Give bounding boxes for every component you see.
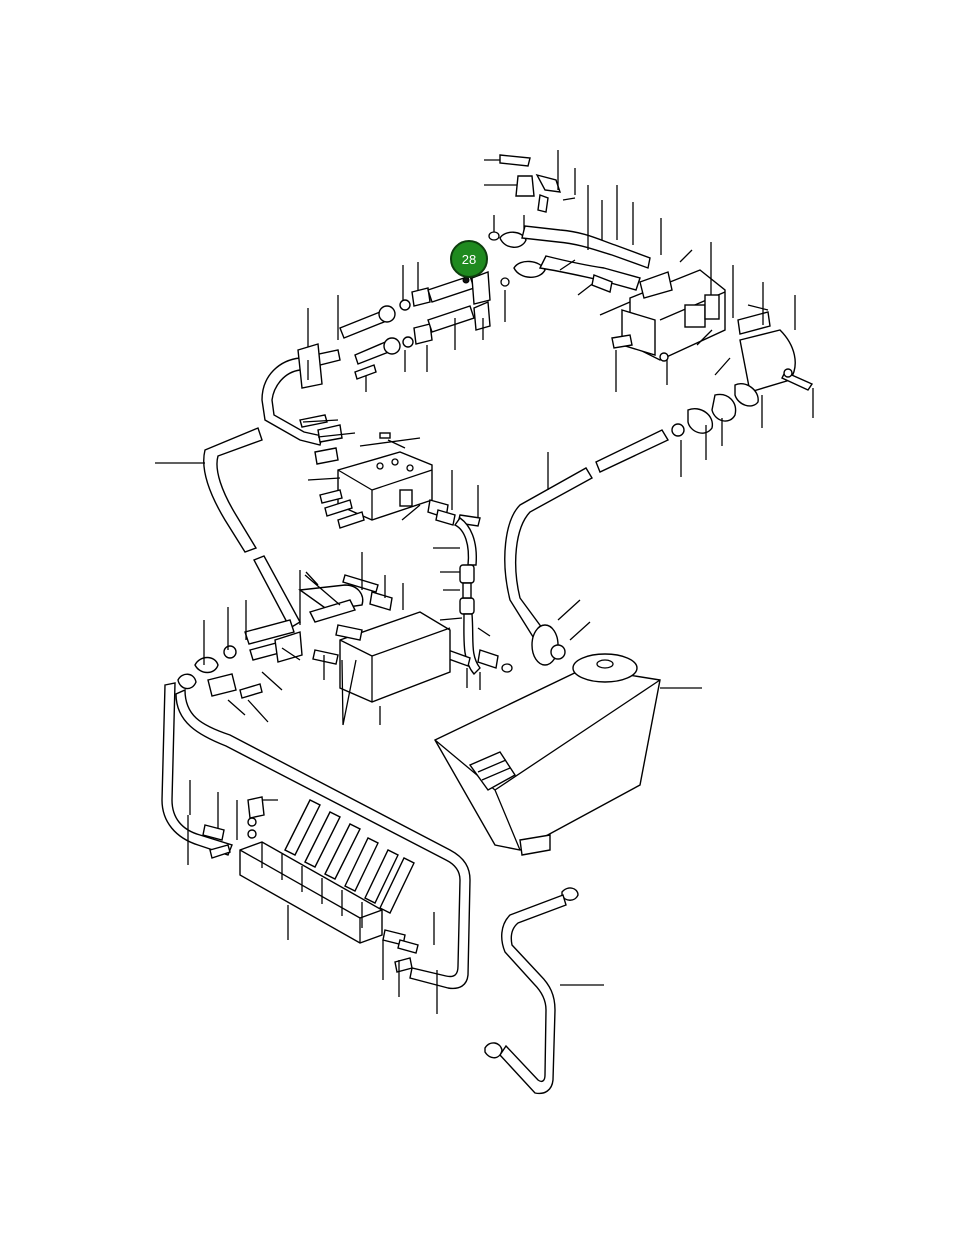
center-vertical-hose [433, 517, 513, 690]
part-28-callout-number: 28 [461, 251, 477, 267]
hydraulic-pump [599, 242, 726, 392]
left-upper-pipe-group [261, 262, 491, 446]
suction-pipe [484, 887, 604, 1095]
part-28-callout-badge[interactable]: 28 [450, 240, 488, 278]
spool-valve-bank [189, 780, 438, 1014]
lower-left-valve-assembly [177, 552, 451, 726]
hydraulic-tank [434, 653, 702, 856]
left-long-hose [155, 427, 301, 629]
control-valve-block [299, 414, 481, 529]
top-fittings-group [484, 150, 662, 322]
right-adapter-group [504, 265, 814, 666]
